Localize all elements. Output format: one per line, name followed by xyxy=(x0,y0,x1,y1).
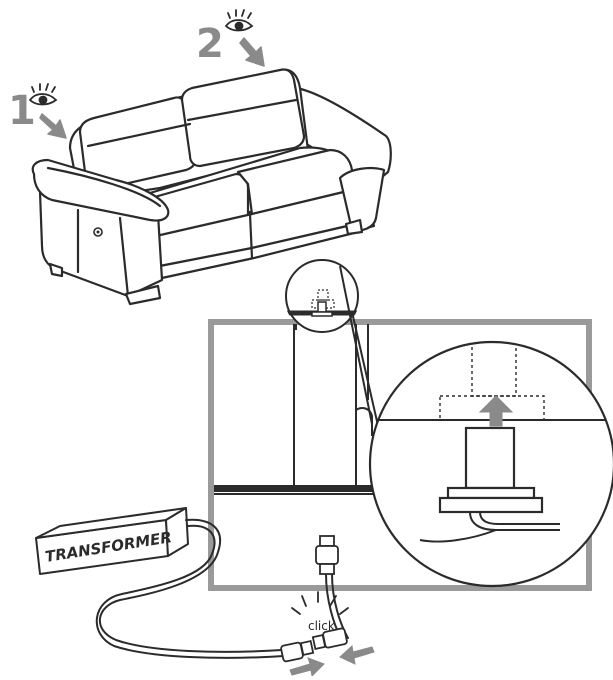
click-label: click xyxy=(308,619,335,633)
eye-icon xyxy=(226,10,252,31)
step-2-number: 2 xyxy=(196,21,224,67)
step-2-marker: 2 xyxy=(196,10,264,67)
click-burst xyxy=(292,592,348,614)
step-1-marker: 1 xyxy=(8,84,66,138)
transformer: TRANSFORMER xyxy=(36,508,188,574)
step-1-number: 1 xyxy=(8,88,36,134)
cable-connector xyxy=(316,536,338,574)
connector-detail-circle xyxy=(284,260,360,332)
arrow-icon xyxy=(290,658,324,676)
arrow-icon xyxy=(240,38,264,66)
arrow-icon xyxy=(40,114,66,138)
arrow-icon xyxy=(340,646,374,664)
